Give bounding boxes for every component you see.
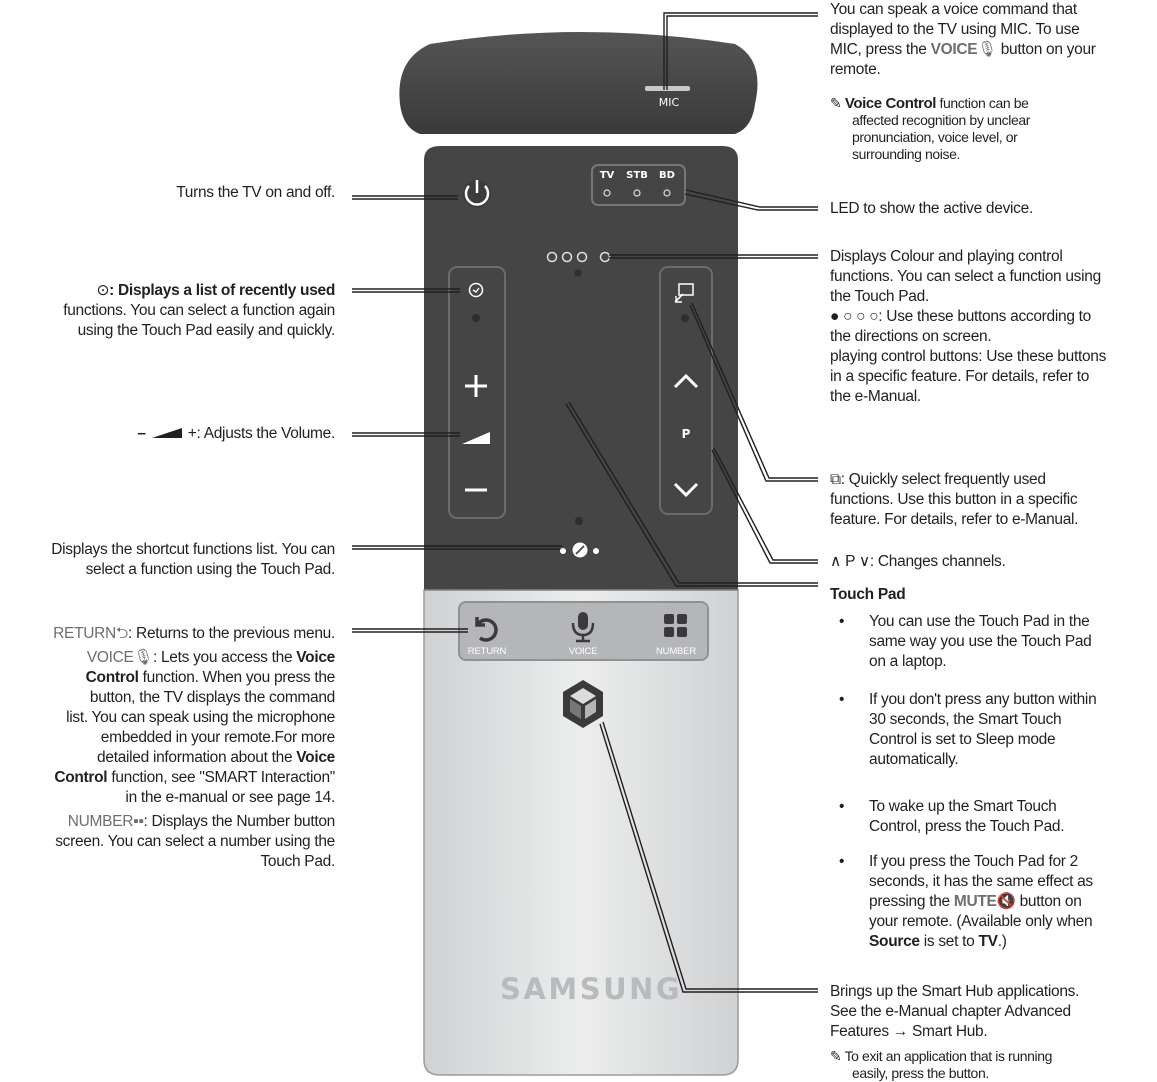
power-button [463, 180, 491, 208]
mic-note: ✎ Voice Control function can be affected… [830, 95, 1031, 162]
touchpad-bullet-4: • If you press the Touch Pad for 2 secon… [839, 853, 1093, 950]
led-description: LED to show the active device. [830, 200, 1033, 217]
number-grid-icon [664, 614, 687, 637]
touchpad-title: Touch Pad [830, 586, 906, 603]
smart-hub-note: ✎ To exit an application that is running… [830, 1048, 1052, 1081]
volume-panel [448, 266, 506, 519]
mic-label: MIC [658, 96, 680, 109]
recent-button [468, 282, 484, 298]
volume-ramp-icon [462, 432, 490, 444]
return-button-caption: RETURN [467, 646, 507, 657]
channel-description: ∧ P ∨: Changes channels. [830, 553, 1006, 570]
colour-description: Displays Colour and playing control func… [830, 248, 1107, 405]
quick-description: ⧉: Quickly select frequently used functi… [830, 471, 1079, 528]
channel-down-button [673, 482, 699, 498]
shortcut-description: Displays the shortcut functions list. Yo… [51, 541, 335, 578]
mic-description: You can speak a voice command that displ… [830, 1, 1096, 78]
volume-description: – +: Adjusts the Volume. [137, 425, 335, 442]
smart-hub-description: Brings up the Smart Hub applications. Se… [830, 983, 1080, 1040]
function-buttons-description: RETURN⮌: Returns to the previous menu. V… [53, 625, 335, 870]
led-label-bd: BD [659, 170, 675, 181]
led-label-tv: TV [599, 170, 615, 181]
samsung-logo: SAMSUNG [500, 972, 683, 1006]
microphone-icon [571, 612, 595, 643]
return-icon [475, 617, 498, 642]
leader-lines-right [565, 12, 818, 993]
chevron-down-icon: ∨ [858, 553, 870, 570]
chevron-up-icon: ∧ [830, 553, 842, 570]
quick-function-button [674, 283, 694, 303]
led-indicator-box [591, 164, 686, 206]
number-button-caption: NUMBER [656, 646, 696, 657]
recent-icon: ⊙ [96, 282, 110, 299]
function-button-bar [458, 601, 709, 661]
led-label-stb: STB [626, 170, 648, 181]
volume-up-button [465, 375, 487, 397]
channel-up-button [673, 373, 699, 389]
colour-buttons [546, 251, 611, 263]
remote-mic-cap [399, 32, 758, 134]
recent-description: ⊙: Displays a list of recently used func… [63, 282, 335, 339]
voice-button-caption: VOICE [568, 646, 598, 657]
shortcut-button [560, 542, 599, 558]
note-pencil-icon: ✎ [830, 95, 845, 111]
remote-lower-body [423, 589, 739, 1076]
smart-hub-cube-icon [563, 680, 603, 728]
power-description: Turns the TV on and off. [176, 184, 335, 201]
note-pencil-icon: ✎ [830, 1048, 845, 1064]
channel-panel [659, 266, 713, 515]
channel-p-label: P [681, 427, 691, 441]
quick-function-icon: ⧉ [830, 471, 841, 488]
leader-lines-left [352, 195, 562, 633]
mute-icon: 🔇 [996, 893, 1016, 910]
colour-dots-icon: ● ○ ○ ○ [830, 308, 879, 325]
volume-ramp-icon [151, 428, 182, 438]
